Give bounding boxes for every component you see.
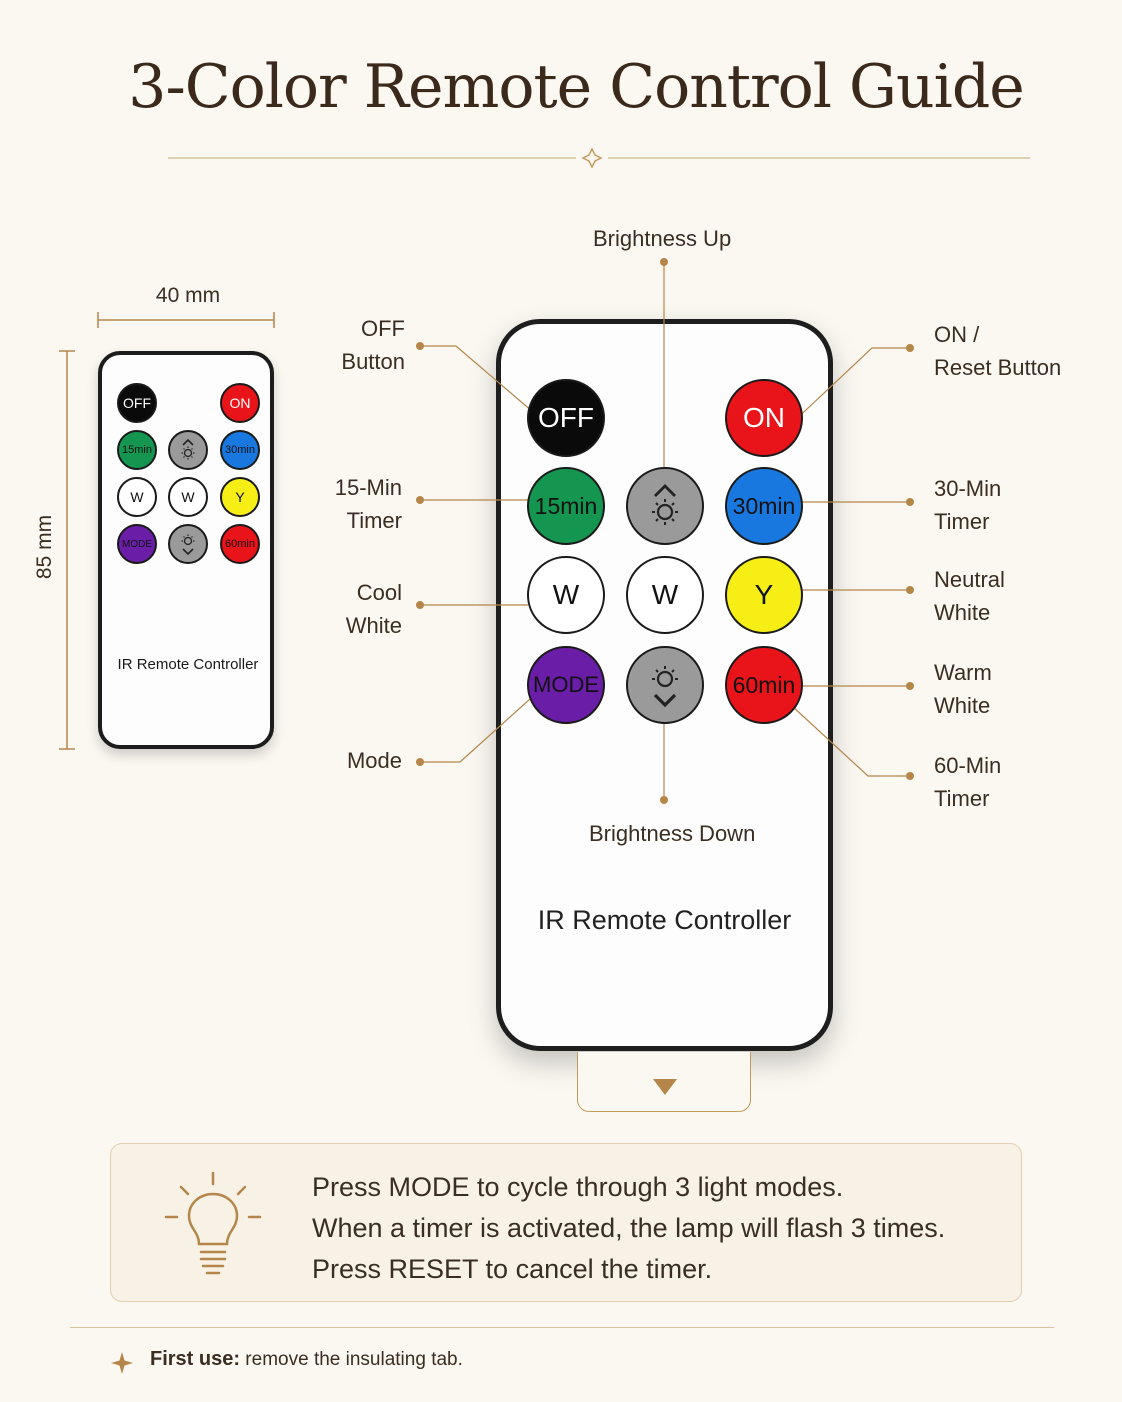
sparkle-icon xyxy=(581,147,603,169)
brightness-down-label: Brightness Down xyxy=(589,821,756,846)
small-on-button[interactable]: ON xyxy=(220,383,260,423)
timer-15min-label: 15-Min Timer xyxy=(334,475,402,533)
small-white-button[interactable]: W xyxy=(168,477,208,517)
callout-lines xyxy=(416,258,914,804)
timer-60min-button[interactable]: 60min xyxy=(725,646,803,724)
off-button[interactable]: OFF xyxy=(527,379,605,457)
timer-15min-button[interactable]: 15min xyxy=(527,467,605,545)
on-reset-label: ON / Reset Button xyxy=(934,322,1062,380)
big-remote-caption: IR Remote Controller xyxy=(537,905,792,935)
dimension-lines xyxy=(59,312,275,750)
insulating-tab[interactable] xyxy=(577,1052,751,1112)
info-text: Press MODE to cycle through 3 light mode… xyxy=(312,1167,945,1290)
off-button-label: OFF Button xyxy=(341,316,405,374)
sparkle-icon xyxy=(111,1352,133,1374)
width-dimension-label: 40 mm xyxy=(155,284,221,307)
small-30min-button[interactable]: 30min xyxy=(220,430,260,470)
small-cool-white-button[interactable]: W xyxy=(117,477,157,517)
small-brightness-down-button[interactable] xyxy=(168,524,208,564)
small-remote-caption: IR Remote Controller xyxy=(117,656,259,673)
timer-30min-button[interactable]: 30min xyxy=(725,467,803,545)
first-use-label: First use: xyxy=(150,1348,241,1370)
first-use-text: remove the insulating tab. xyxy=(240,1349,463,1370)
timer-60min-label: 60-Min Timer xyxy=(934,753,1002,811)
small-brightness-up-button[interactable] xyxy=(168,430,208,470)
small-mode-button[interactable]: MODE xyxy=(117,524,157,564)
lightbulb-icon xyxy=(164,1171,262,1275)
brightness-up-icon xyxy=(181,438,195,460)
info-box xyxy=(110,1143,1022,1302)
brightness-down-icon xyxy=(181,534,195,556)
mode-label: Mode xyxy=(346,748,402,773)
cool-white-label: Cool White xyxy=(345,580,402,638)
brightness-down-button[interactable] xyxy=(626,646,704,724)
first-use-note: First use: remove the insulating tab. xyxy=(150,1348,463,1371)
small-60min-button[interactable]: 60min xyxy=(220,524,260,564)
neutral-white-button[interactable]: Y xyxy=(725,556,803,634)
title-divider xyxy=(168,147,1030,169)
footer-divider xyxy=(70,1327,1054,1328)
small-15min-button[interactable]: 15min xyxy=(117,430,157,470)
warm-white-label: Warm White xyxy=(934,660,992,718)
brightness-up-label: Brightness Up xyxy=(593,226,732,251)
brightness-up-icon xyxy=(652,484,678,525)
info-line-reset: Press RESET to cancel the timer. xyxy=(312,1254,713,1284)
info-line-timer: When a timer is activated, the lamp will… xyxy=(312,1213,946,1243)
small-off-button[interactable]: OFF xyxy=(117,383,157,423)
timer-30min-label: 30-Min Timer xyxy=(934,476,1002,534)
neutral-white-label: Neutral White xyxy=(934,567,1005,625)
small-neutral-white-button[interactable]: Y xyxy=(220,477,260,517)
on-button[interactable]: ON xyxy=(725,379,803,457)
page-title: 3-Color Remote Control Guide xyxy=(128,52,1024,122)
info-line-mode: Press MODE to cycle through 3 light mode… xyxy=(312,1172,844,1202)
arrow-down-icon xyxy=(653,1079,677,1095)
brightness-up-button[interactable] xyxy=(626,467,704,545)
brightness-down-icon xyxy=(652,666,678,708)
cool-white-button[interactable]: W xyxy=(527,556,605,634)
mode-button[interactable]: MODE xyxy=(527,646,605,724)
white-button[interactable]: W xyxy=(626,556,704,634)
